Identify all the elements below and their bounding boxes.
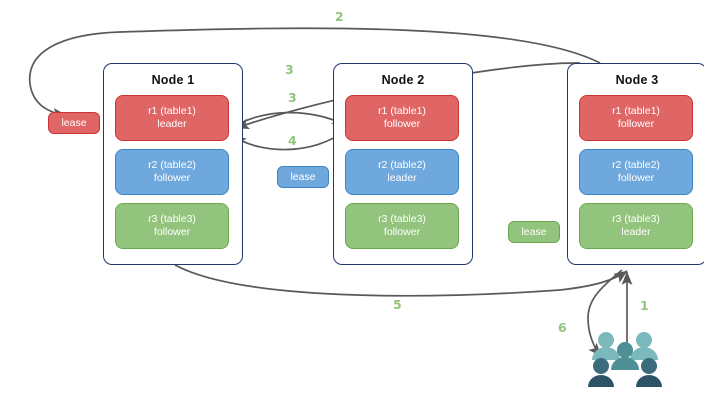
replica-name: r1 (table1) (148, 105, 196, 117)
edge-step-5 (174, 264, 628, 297)
replica-name: r1 (table1) (378, 105, 426, 117)
step-label-3a: 3 (285, 62, 294, 77)
lease-chip-blue[interactable]: lease (277, 166, 329, 188)
step-label-2: 2 (335, 9, 344, 24)
replica-role: leader (387, 172, 417, 184)
replica-n2-r3[interactable]: r3 (table3) follower (345, 203, 459, 249)
replica-n2-r2[interactable]: r2 (table2) leader (345, 149, 459, 195)
node-container-2[interactable]: Node 2 r1 (table1) follower r2 (table2) … (333, 63, 473, 265)
replica-n3-r2[interactable]: r2 (table2) follower (579, 149, 693, 195)
replica-role: follower (153, 172, 191, 184)
lease-chip-red[interactable]: lease (48, 112, 100, 134)
replica-role: follower (383, 118, 421, 130)
replica-n1-r2[interactable]: r2 (table2) follower (115, 149, 229, 195)
step-label-4: 4 (288, 133, 297, 148)
edge-step-3-arc (231, 111, 346, 129)
replica-name: r3 (table3) (148, 213, 196, 225)
replica-role: follower (617, 172, 655, 184)
replica-name: r2 (table2) (612, 159, 660, 171)
node-title: Node 2 (381, 73, 425, 87)
step-label-1: 1 (640, 298, 649, 313)
lease-chip-green[interactable]: lease (508, 221, 560, 243)
replica-name: r3 (table3) (378, 213, 426, 225)
node-container-1[interactable]: Node 1 r1 (table1) leader r2 (table2) fo… (103, 63, 243, 265)
node-title: Node 3 (615, 73, 659, 87)
users-group-icon (588, 332, 662, 387)
node-title: Node 1 (151, 73, 195, 87)
step-label-3b: 3 (288, 90, 297, 105)
step-label-5: 5 (393, 297, 402, 312)
replica-role: leader (157, 118, 187, 130)
replica-name: r2 (table2) (378, 159, 426, 171)
replica-role: leader (621, 226, 651, 238)
node-container-3[interactable]: Node 3 r1 (table1) follower r2 (table2) … (567, 63, 704, 265)
replica-role: follower (383, 226, 421, 238)
replica-name: r1 (table1) (612, 105, 660, 117)
step-label-6: 6 (558, 320, 567, 335)
replica-name: r3 (table3) (612, 213, 660, 225)
replica-n1-r3[interactable]: r3 (table3) follower (115, 203, 229, 249)
replica-name: r2 (table2) (148, 159, 196, 171)
replica-n3-r3[interactable]: r3 (table3) leader (579, 203, 693, 249)
replica-n1-r1[interactable]: r1 (table1) leader (115, 95, 229, 141)
replica-n2-r1[interactable]: r1 (table1) follower (345, 95, 459, 141)
replica-role: follower (617, 118, 655, 130)
replica-n3-r1[interactable]: r1 (table1) follower (579, 95, 693, 141)
replica-role: follower (153, 226, 191, 238)
